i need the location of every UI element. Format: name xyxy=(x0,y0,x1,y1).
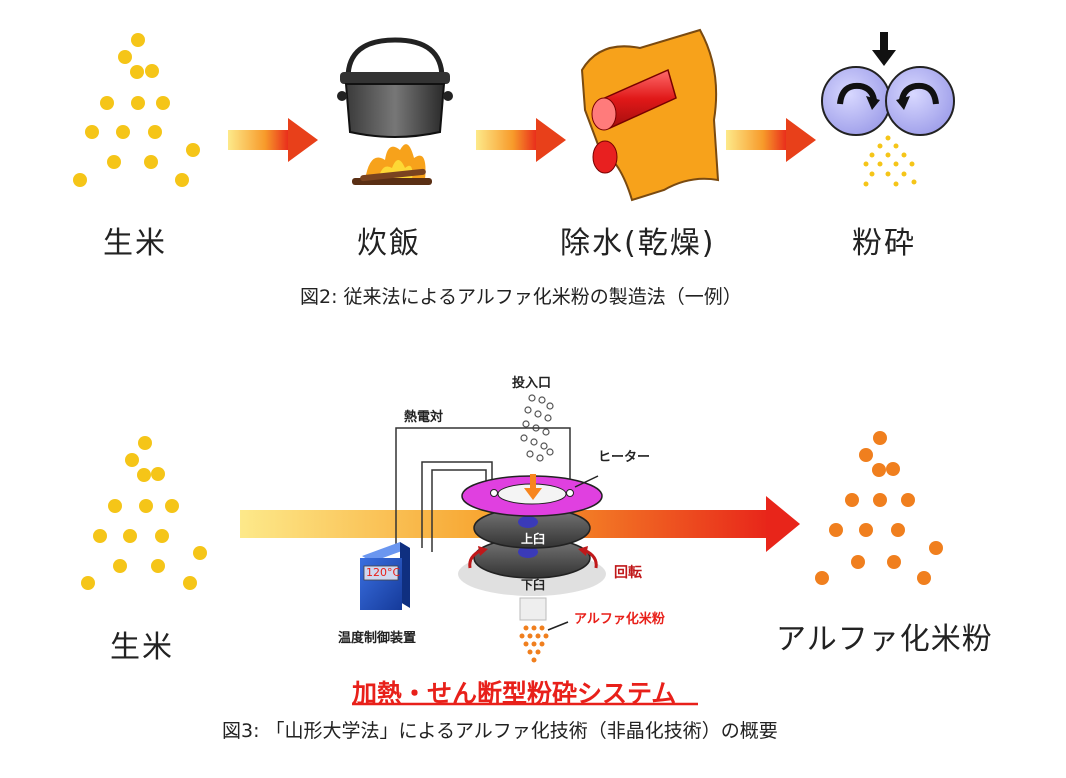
stage-label-grinding: 粉砕 xyxy=(852,226,916,261)
process-arrow xyxy=(476,118,566,162)
rotation-label: 回転 xyxy=(614,565,642,581)
product-label: アルファ化米粉 xyxy=(574,612,665,627)
stage-label-drying: 除水(乾燥) xyxy=(560,226,716,261)
figure2-caption: 図2: 従来法によるアルファ化米粉の製造法（一例） xyxy=(300,286,742,308)
inlet-label: 投入口 xyxy=(512,376,552,391)
output-flour-particles xyxy=(519,625,549,663)
grinder-machine xyxy=(458,474,606,621)
figure2-diagram xyxy=(73,28,955,202)
lower-mill-label: 下臼 xyxy=(521,578,546,592)
alpha-flour-pile xyxy=(815,431,943,585)
upper-mill-label: 上臼 xyxy=(521,532,546,546)
fire-icon xyxy=(352,144,432,185)
process-arrow xyxy=(228,118,318,162)
drying-rollers-icon xyxy=(580,28,720,202)
grinder-icon xyxy=(821,32,955,136)
thermocouple-label: 熱電対 xyxy=(404,410,444,425)
input-grains xyxy=(520,394,554,462)
stage-label-raw-rice: 生米 xyxy=(103,226,167,261)
output-label-alpha-flour: アルファ化米粉 xyxy=(776,622,993,657)
stage-label-cooking: 炊飯 xyxy=(357,226,421,261)
figure3-caption: 図3: 「山形大学法」によるアルファ化技術（非晶化技術）の概要 xyxy=(222,720,778,742)
figure3-diagram xyxy=(81,394,943,706)
product-pointer xyxy=(547,621,569,631)
raw-rice-pile xyxy=(81,436,207,590)
cooking-pot-icon xyxy=(337,37,453,138)
input-label-raw-rice: 生米 xyxy=(110,630,174,665)
flour-particles xyxy=(863,135,917,187)
controller-label: 温度制御装置 xyxy=(338,631,417,646)
raw-rice-pile xyxy=(73,33,200,187)
heater-label: ヒーター xyxy=(598,450,651,465)
system-title: 加熱・せん断型粉砕システム xyxy=(352,679,677,708)
heater-pointer xyxy=(574,475,599,488)
process-arrow xyxy=(726,118,816,162)
temperature-controller xyxy=(360,542,410,610)
temperature-display: 120°C xyxy=(366,566,401,579)
